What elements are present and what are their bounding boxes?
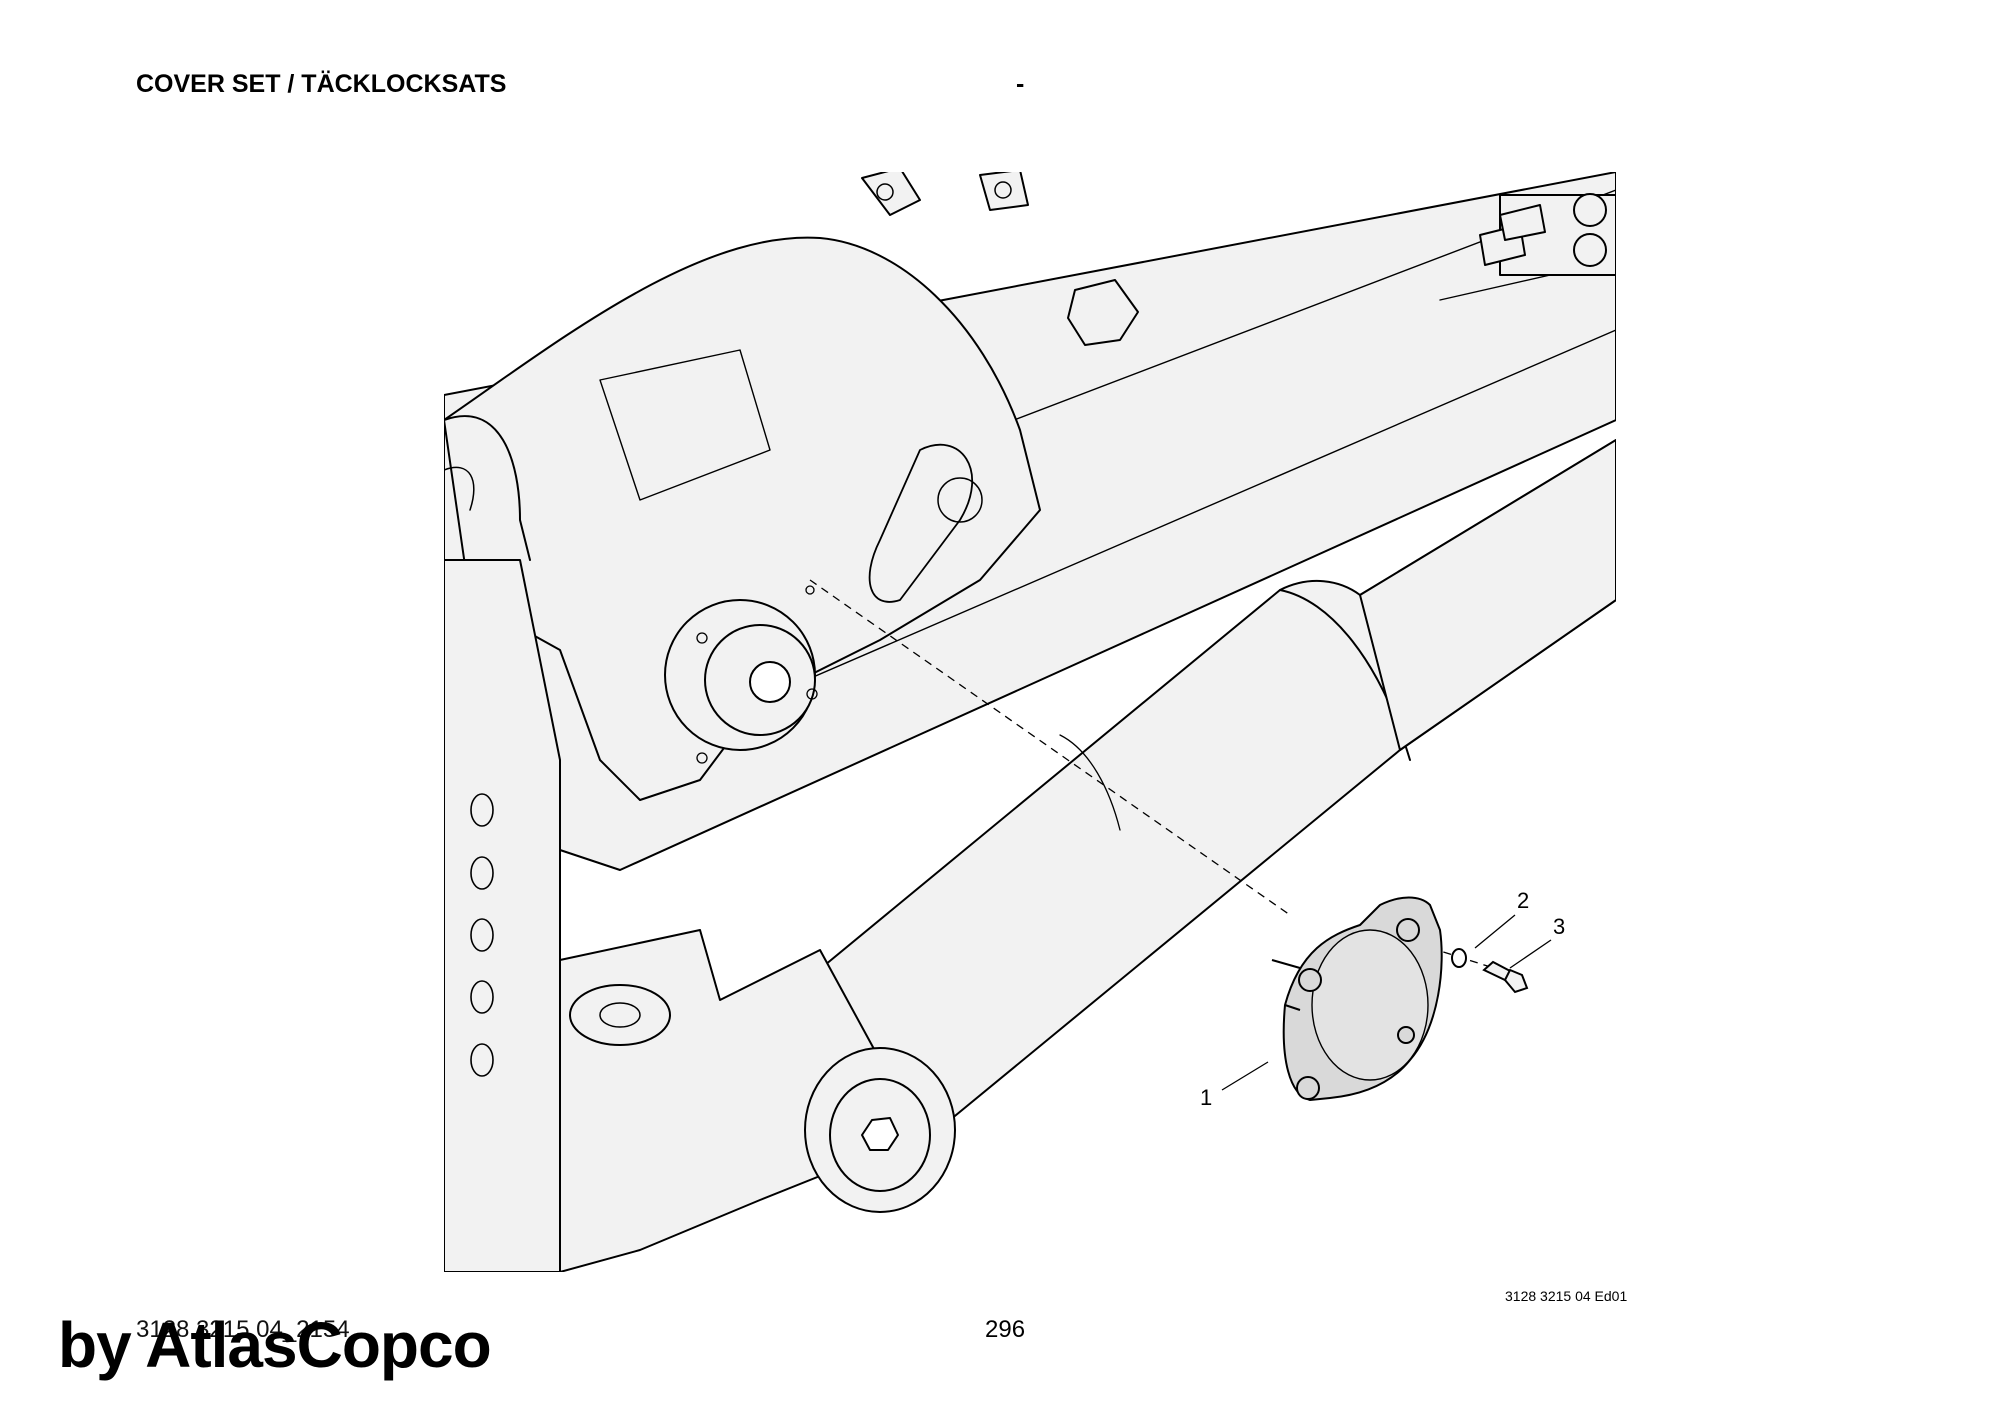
- boom-clevis: [444, 236, 1041, 801]
- watermark: by AtlasCopco: [58, 1309, 492, 1381]
- cover-part: [1271, 896, 1443, 1101]
- plate-holes: [470, 793, 494, 1077]
- document-number: 3128 3215 04_2154: [136, 1316, 350, 1343]
- callout-leader-3: [1509, 939, 1552, 969]
- header-separator: -: [1016, 70, 1025, 98]
- callout-2: 2: [1517, 888, 1529, 913]
- page-title: COVER SET / TÄCKLOCKSATS: [136, 70, 507, 98]
- page-number: 296: [985, 1316, 1026, 1343]
- drawing-code: 3128 3215 04 Ed01: [1505, 1288, 1628, 1304]
- top-lug-left: [861, 172, 921, 216]
- pin-boss-upper: [664, 599, 816, 751]
- hydraulic-fittings: [1479, 193, 1616, 276]
- bolt: [1482, 960, 1529, 994]
- callout-leader-1: [1221, 1061, 1269, 1091]
- hex-nut-top: [1067, 279, 1139, 346]
- pin-boss-lower: [804, 1047, 956, 1213]
- callout-1: 1: [1200, 1085, 1212, 1110]
- washer: [1451, 948, 1467, 968]
- top-lug-right: [979, 172, 1029, 211]
- callout-3: 3: [1553, 914, 1565, 939]
- callout-leader-2: [1474, 914, 1516, 949]
